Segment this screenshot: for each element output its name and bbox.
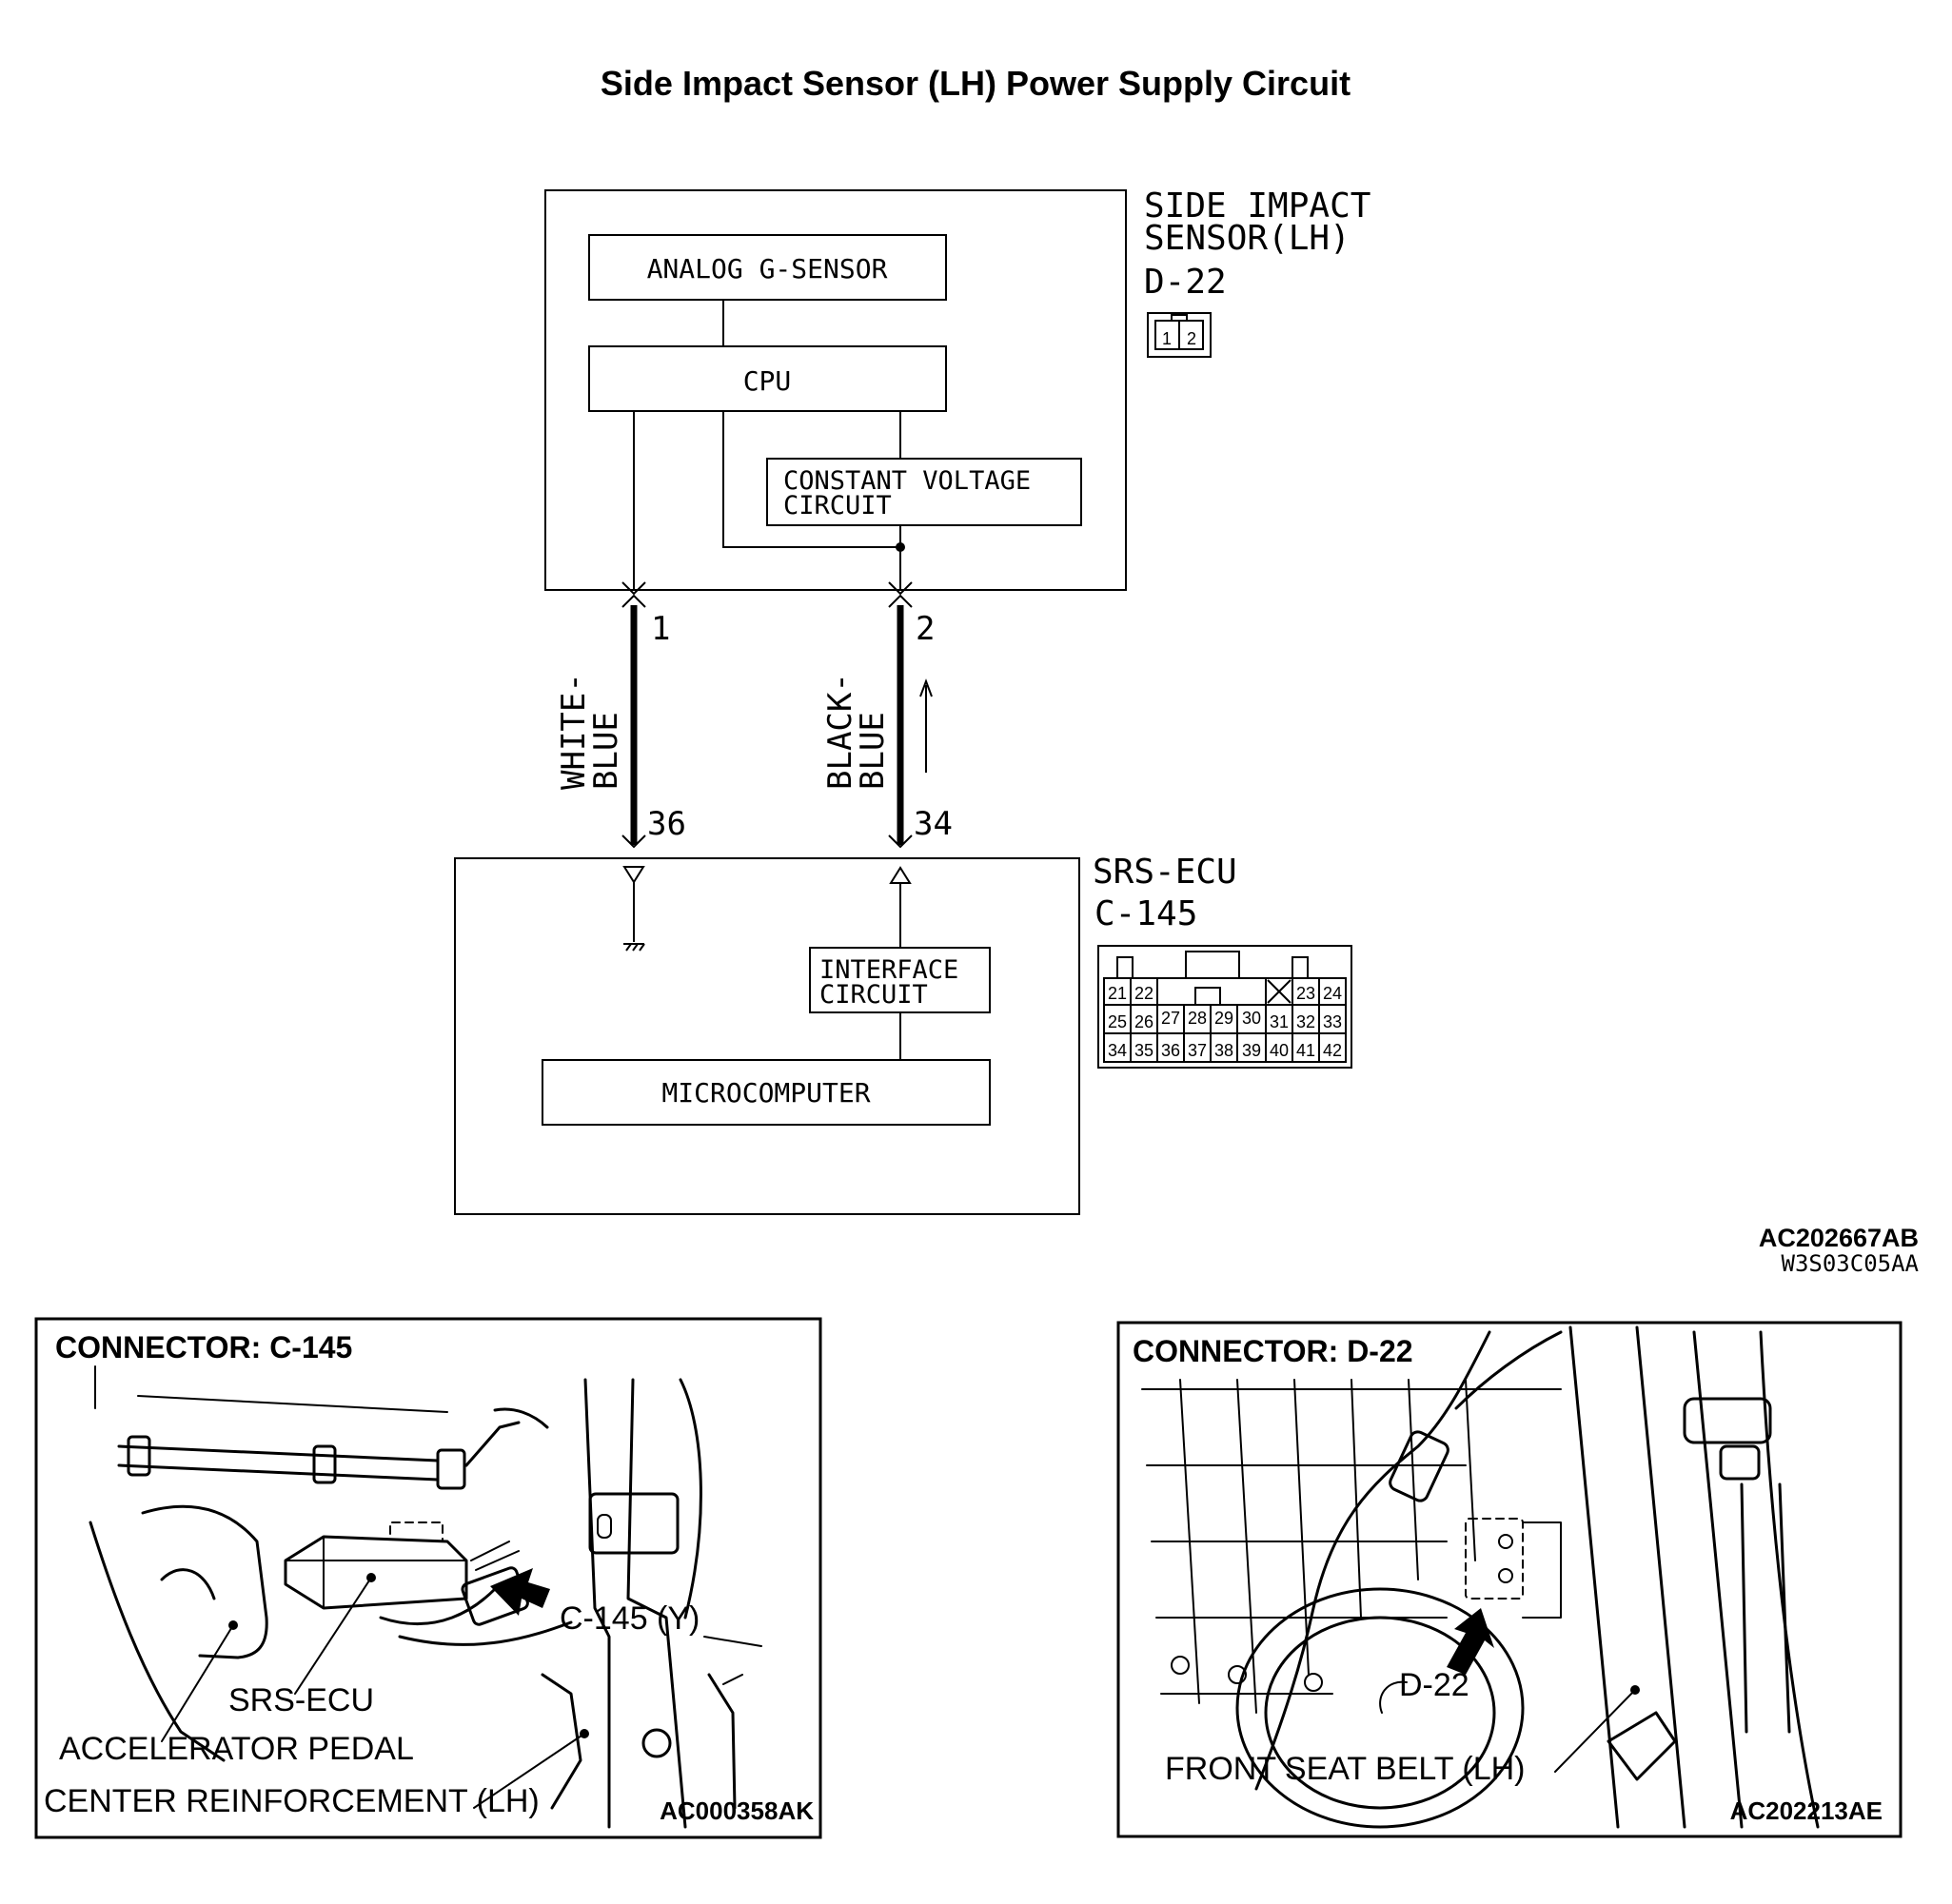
cpu-label: CPU [743, 365, 792, 397]
cpu-block [588, 345, 947, 412]
d22-location-arrow [1447, 1608, 1494, 1675]
sensor-name-line2: SENSOR(LH) [1144, 219, 1351, 258]
microcomputer-label: MICROCOMPUTER [661, 1077, 870, 1109]
c145-pin: 40 [1270, 1041, 1289, 1060]
c145-pin: 38 [1214, 1041, 1233, 1060]
sensor-connector-id: D-22 [1144, 263, 1227, 302]
reinforcement-leader [473, 1733, 585, 1809]
d22-pin-2: 2 [1187, 329, 1196, 348]
constant-voltage-block [766, 458, 1082, 526]
c145-pin: 41 [1296, 1041, 1315, 1060]
c145-pin: 37 [1188, 1041, 1207, 1060]
panel-code: AC000358AK [660, 1796, 814, 1825]
c145-pin: 24 [1323, 984, 1342, 1003]
d22-location-illustration [1141, 1325, 1820, 1829]
side-impact-sensor: ANALOG G-SENSOR CPU CONSTANT VOLTAGE CIR… [544, 186, 1370, 591]
sensor-housing [544, 189, 1127, 591]
c145-pin: 31 [1270, 1012, 1289, 1031]
interface-label-line2: CIRCUIT [819, 980, 928, 1010]
harness-wire-2: 2 34 BLACK- BLUE [821, 581, 953, 849]
c145-pin: 30 [1242, 1009, 1261, 1028]
c145-pin: 27 [1161, 1009, 1180, 1028]
diagram-code: AC202667AB [1759, 1224, 1919, 1252]
c145-pin: 36 [1161, 1041, 1180, 1060]
wire2-color-line2: BLUE [854, 712, 892, 790]
c145-pin: 39 [1242, 1041, 1261, 1060]
wire1-color-line2: BLUE [587, 712, 625, 790]
d22-connector-face: 1 2 [1147, 312, 1212, 358]
interface-label-line1: INTERFACE [819, 955, 958, 985]
connector-c145-location-panel: CONNECTOR: C-145 [34, 1317, 822, 1839]
junction-dot [896, 542, 905, 552]
c145-pin: 21 [1108, 984, 1127, 1003]
panel-frame [1116, 1321, 1903, 1838]
analog-g-sensor-label: ANALOG G-SENSOR [647, 253, 888, 285]
ecu-housing [454, 857, 1080, 1215]
c145-pin: 28 [1188, 1009, 1207, 1028]
ecu-name: SRS-ECU [1093, 853, 1237, 892]
wire1-ecu-pin: 36 [647, 805, 686, 843]
ecu-leader [294, 1577, 372, 1695]
harness-wire-1: 1 36 WHITE- BLUE [555, 581, 686, 849]
callout-front-seat-belt: FRONT SEAT BELT (LH) [1165, 1751, 1525, 1787]
panel-heading: CONNECTOR: D-22 [1133, 1334, 1413, 1368]
c145-pin: 34 [1108, 1041, 1127, 1060]
c145-connector-face: 21 22 23 24 25 26 27 28 29 30 31 32 33 3… [1097, 945, 1352, 1069]
c145-pin: 35 [1134, 1041, 1153, 1060]
c145-location-illustration [89, 1365, 762, 1829]
c145-pin-labels: 21 22 23 24 25 26 27 28 29 30 31 32 33 3… [1108, 984, 1342, 1060]
diagram-title: Side Impact Sensor (LH) Power Supply Cir… [601, 64, 1351, 103]
callout-center-reinforcement: CENTER REINFORCEMENT (LH) [44, 1783, 540, 1819]
connector-d22-location-panel: CONNECTOR: D-22 [1116, 1321, 1903, 1838]
sensor-name-line1: SIDE IMPACT [1144, 186, 1370, 226]
panel-code: AC202213AE [1730, 1796, 1883, 1825]
c145-location-arrow [490, 1568, 550, 1616]
constant-voltage-label-line2: CIRCUIT [783, 491, 892, 520]
callout-c145-connector: C-145 (Y) [560, 1600, 700, 1637]
callout-srs-ecu: SRS-ECU [228, 1682, 374, 1718]
belt-leader [1554, 1689, 1636, 1773]
c145-pin: 23 [1296, 984, 1315, 1003]
cpu-ground-return [722, 411, 900, 548]
srs-ecu-drawing [284, 1535, 468, 1610]
diagram-subcode: W3S03C05AA [1782, 1250, 1920, 1277]
pin34-terminal [889, 866, 912, 884]
panel-heading: CONNECTOR: C-145 [55, 1330, 352, 1364]
c145-pin: 26 [1134, 1012, 1153, 1031]
analog-g-sensor-block [588, 234, 947, 301]
srs-ecu: INTERFACE CIRCUIT MICROCOMPUTER SRS-ECU … [454, 853, 1237, 1215]
door-speaker [1235, 1587, 1525, 1829]
pin36-terminal [622, 866, 645, 884]
wire2-color-line1: BLACK- [821, 673, 859, 790]
wire1-color-line1: WHITE- [555, 673, 593, 790]
d22-pin-1: 1 [1162, 329, 1172, 348]
c145-pin: 25 [1108, 1012, 1127, 1031]
microcomputer-block [542, 1059, 991, 1126]
c145-pin: 22 [1134, 984, 1153, 1003]
c145-pin: 29 [1214, 1009, 1233, 1028]
c145-pin: 33 [1323, 1012, 1342, 1031]
pedal-leader [161, 1624, 234, 1742]
constant-voltage-label-line1: CONSTANT VOLTAGE [783, 466, 1031, 496]
wire2-ecu-pin: 34 [914, 805, 953, 843]
c145-pin: 42 [1323, 1041, 1342, 1060]
wire2-sensor-pin: 2 [916, 610, 935, 648]
callout-d22-connector: D-22 [1399, 1667, 1469, 1703]
callout-accelerator-pedal: ACCELERATOR PEDAL [59, 1731, 414, 1767]
panel-frame [34, 1317, 822, 1839]
ecu-connector-id: C-145 [1094, 894, 1197, 933]
c145-pin: 32 [1296, 1012, 1315, 1031]
wire1-sensor-pin: 1 [651, 610, 670, 648]
